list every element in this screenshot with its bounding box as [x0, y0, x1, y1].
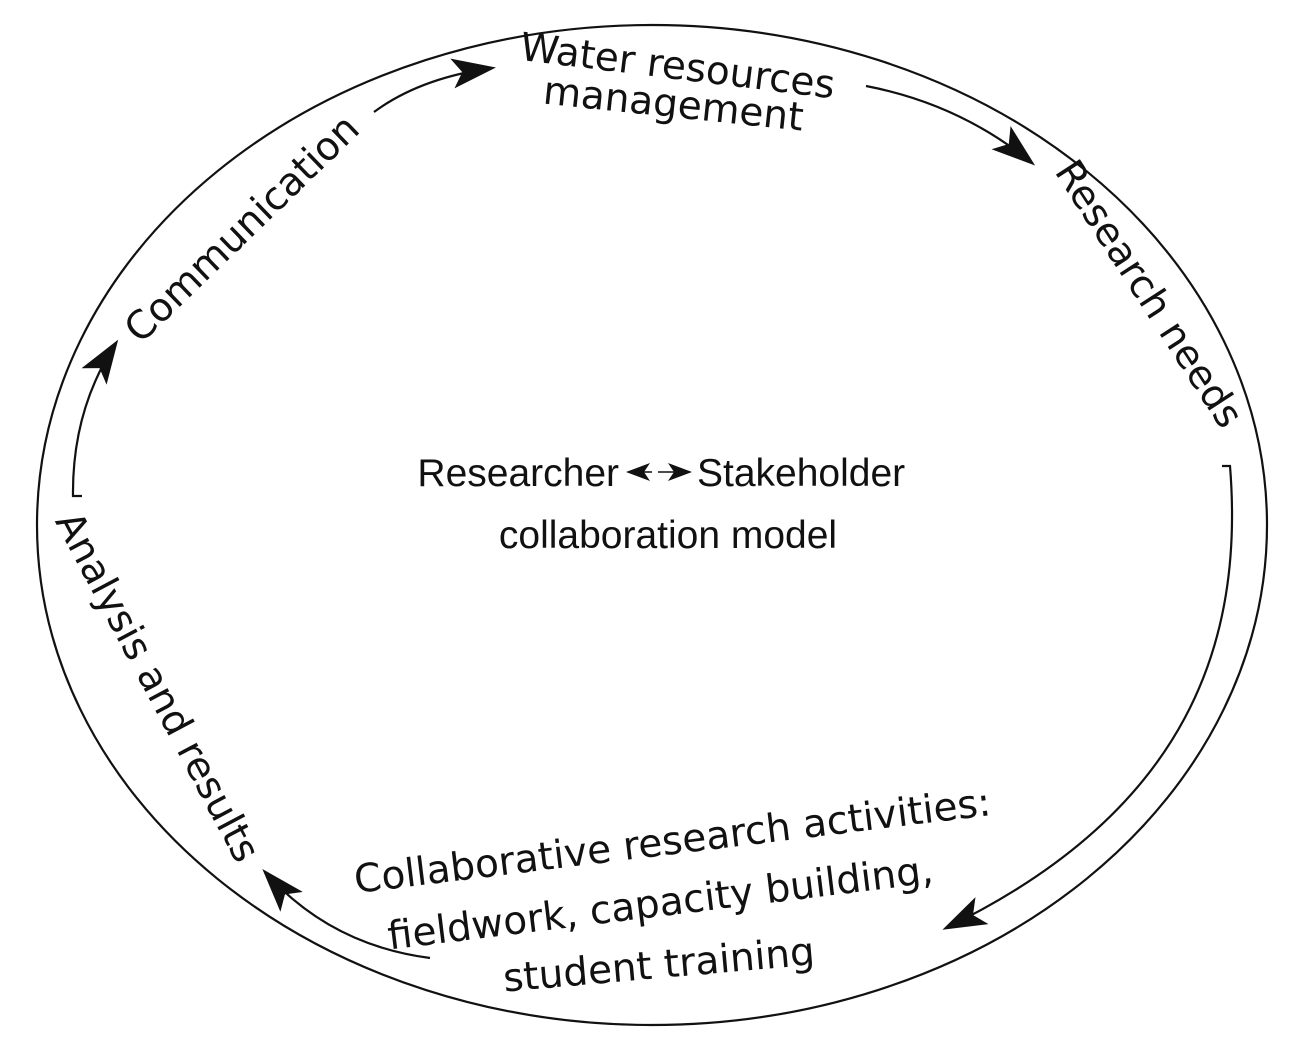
arrow-collab-to-analysis — [262, 869, 431, 960]
arrow-research-needs-to-collab — [942, 464, 1234, 930]
center-model-label: collaboration model — [499, 514, 837, 557]
center-researcher-label: Researcher — [417, 452, 619, 495]
center-stakeholder-label: Stakeholder — [697, 452, 905, 495]
outer-ellipse — [35, 23, 1269, 1027]
stage-communication: Communication — [116, 106, 368, 352]
stage-collab-line3: student training — [501, 930, 816, 1002]
arrow-water-to-research-needs — [865, 84, 1036, 166]
arrow-analysis-to-communication — [71, 339, 119, 498]
stage-analysis-results: Analysis and results — [46, 505, 269, 870]
stage-research-needs: Research needs — [1045, 152, 1251, 436]
arrow-communication-to-water — [373, 58, 496, 113]
